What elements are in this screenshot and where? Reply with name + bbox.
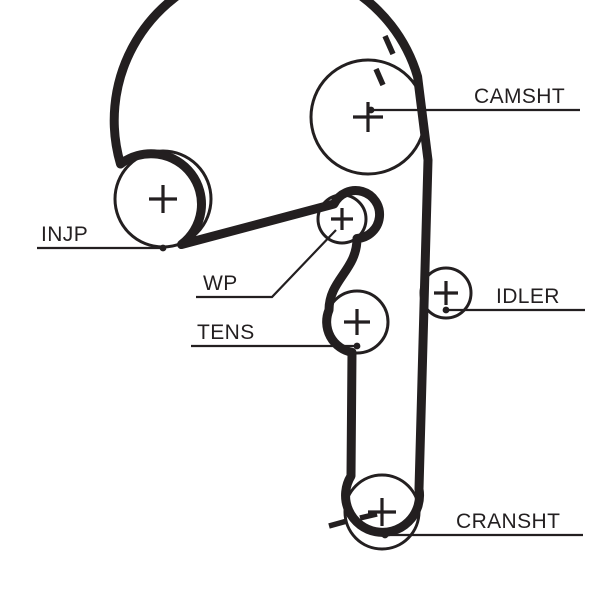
labels-group: CAMSHT INJP WP TENS IDLER CRANSHT xyxy=(41,85,565,533)
wp-pulley-circle xyxy=(316,193,368,245)
camshaft-crosshair-icon xyxy=(353,102,383,132)
label-injp: INJP xyxy=(41,223,88,246)
leader-lines-group xyxy=(37,106,585,539)
cransht-leader-dot xyxy=(381,531,389,539)
label-camsht: CAMSHT xyxy=(474,85,565,108)
label-cransht: CRANSHT xyxy=(456,510,560,533)
crankshaft-pulley[interactable] xyxy=(328,473,421,551)
pulleys-group xyxy=(113,34,473,551)
crankshaft-timing-marks xyxy=(328,511,378,529)
idler-pulley-circle xyxy=(419,266,473,320)
injp-leader-dot xyxy=(159,244,167,252)
tens-leader-dot xyxy=(353,342,361,350)
idler-pulley[interactable] xyxy=(419,266,473,320)
wp-crosshair-icon xyxy=(331,208,353,230)
cransht-crosshair-icon xyxy=(368,498,396,526)
injp-crosshair-icon xyxy=(149,185,177,213)
idler-crosshair-icon xyxy=(434,281,458,305)
injection-pump-pulley[interactable] xyxy=(113,149,213,249)
tens-pulley-circle xyxy=(324,289,390,355)
label-wp: WP xyxy=(203,272,238,295)
camsht-leader-dot xyxy=(367,106,375,114)
camshaft-timing-marks xyxy=(373,34,396,87)
label-idler: IDLER xyxy=(496,285,560,308)
water-pump-pulley[interactable] xyxy=(316,193,368,245)
wp-leader-line xyxy=(196,229,337,299)
camshaft-pulley-circle xyxy=(309,58,427,176)
camshaft-pulley[interactable] xyxy=(309,34,427,176)
cransht-pulley-circle xyxy=(343,473,421,551)
tens-crosshair-icon xyxy=(344,309,370,335)
label-tens: TENS xyxy=(197,321,255,344)
idler-leader-dot xyxy=(442,306,450,314)
tensioner-pulley[interactable] xyxy=(324,289,390,355)
